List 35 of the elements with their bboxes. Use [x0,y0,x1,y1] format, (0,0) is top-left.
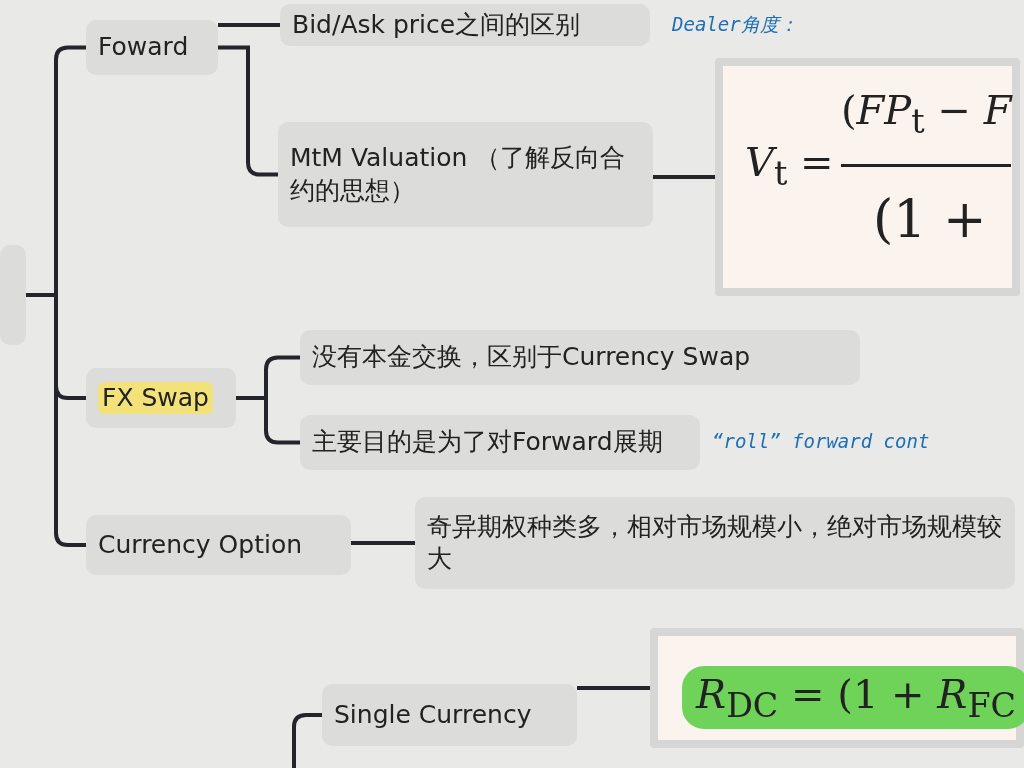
handwritten-note: Dealer角度： [672,12,798,37]
connector-line [236,396,300,445]
topic-label: Currency Option [98,528,303,561]
connector-line [218,23,280,27]
topic-box [415,497,1015,589]
handwritten-note: “roll” forward cont [712,430,930,452]
highlighted-formula: R$_{DC}$ = (1 + R$_{FC}$ [682,666,1024,730]
topic-box [300,415,700,470]
topic-label: Bid/Ask price之间的区别 [292,8,581,41]
topic-box [322,684,577,746]
topic-label: 没有本金交换，区别于Currency Swap [312,341,751,374]
topic-label: Foward [98,31,189,64]
highlighted-label: FX Swap [98,381,213,415]
formula-text: (1 + [873,188,987,251]
topic-box [300,330,860,385]
topic-label: Single Currency [334,698,532,731]
topic-box [86,515,351,575]
connector-line [26,293,86,547]
formula-box [650,628,1024,748]
formula-text: V$_{t}$ = [745,138,834,195]
topic-label: 奇异期权种类多，相对市场规模小，绝对市场规模较大 [427,510,1003,575]
formula-box [715,58,1020,296]
branch-box [0,245,26,345]
topic-box [280,4,650,46]
topic-label: MtM Valuation （了解反向合约的思想） [290,142,627,207]
connector-line [218,45,278,177]
connector-line [653,175,715,179]
formula-text: (FP$_{t}$ − F [841,86,1012,143]
topic-box [86,20,218,75]
topic-box [278,122,653,227]
topic-box [86,368,236,428]
connector-line [292,713,322,768]
connector-line [577,686,650,690]
topic-label: 主要目的是为了对Forward展期 [312,426,663,459]
connector-line [351,541,415,545]
